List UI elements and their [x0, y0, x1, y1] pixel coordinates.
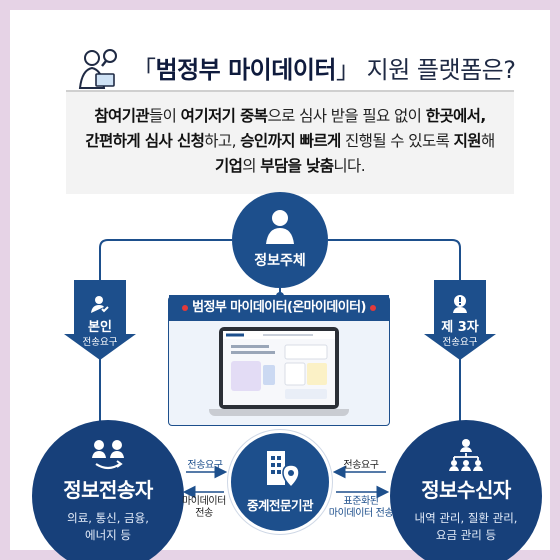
people-exchange-icon — [92, 440, 124, 470]
platform-box: 범정부 마이데이터(온마이데이터) — [168, 295, 390, 426]
researcher-icon — [78, 49, 117, 89]
info-receiver-node: 정보수신자 내역 관리, 질환 관리,요금 관리 등 — [390, 420, 542, 560]
laptop-base — [209, 409, 349, 416]
connector-lines — [99, 239, 461, 499]
flow-label-right-top: 전송요구 — [343, 460, 379, 471]
info-sender-node: 정보전송자 의료, 통신, 금융,에너지 등 — [32, 420, 184, 560]
alert-person-icon — [453, 295, 467, 313]
summary-line-3: 기업의 부담을 낮춤니다. — [74, 154, 506, 179]
flow-label-left-top: 전송요구 — [187, 460, 223, 471]
summary-line-1: 참여기관들이 여기저기 중복으로 심사 받을 필요 없이 한곳에서, — [74, 104, 506, 129]
page-title: 「범정부 마이데이터」 지원 플랫폼은? — [132, 56, 516, 84]
self-transfer-request-arrow: 본인 전송요구 — [64, 280, 136, 360]
person-check-icon — [91, 296, 109, 313]
receiver-desc: 내역 관리, 질환 관리,요금 관리 등 — [414, 511, 518, 542]
third-party-request-arrow: 제 3자 전송요구 — [424, 280, 496, 360]
summary-box: 참여기관들이 여기저기 중복으로 심사 받을 필요 없이 한곳에서, 간편하게 … — [66, 90, 514, 194]
self-sub-label: 전송요구 — [82, 337, 118, 348]
red-dot-icon — [182, 304, 189, 311]
relay-agency-node: 중계전문기관 — [228, 430, 332, 534]
summary-segment: 간편하게 심사 신청 — [85, 132, 205, 150]
summary-segment: 여기저기 중복 — [180, 107, 268, 125]
summary-segment: 기업 — [214, 157, 243, 175]
summary-segment: 해 — [480, 132, 495, 150]
subject-label: 정보주체 — [254, 253, 306, 269]
building-location-icon — [267, 451, 300, 489]
summary-segment: 진행될 수 있도록 — [340, 132, 454, 150]
summary-line-2: 간편하게 심사 신청하고, 승인까지 빠르게 진행될 수 있도록 지원해 — [74, 129, 506, 154]
center-label: 중계전문기관 — [246, 498, 314, 513]
laptop-illustration — [209, 327, 349, 423]
self-label: 본인 — [88, 320, 112, 335]
receiver-label: 정보수신자 — [421, 478, 511, 502]
summary-segment: 하고, — [204, 132, 241, 150]
sender-label: 정보전송자 — [63, 478, 153, 502]
data-flow-diagram: 정보주체 본인 전송요구 — [10, 190, 550, 560]
summary-segment: 참여기관 — [94, 107, 150, 125]
red-dot-icon — [369, 304, 376, 311]
summary-segment: 부담을 낮춤 — [260, 157, 334, 175]
laptop-screen — [219, 327, 339, 409]
third-party-sub-label: 전송요구 — [442, 337, 478, 348]
platform-title: 범정부 마이데이터(온마이데이터) — [169, 295, 389, 321]
summary-segment: 한곳에서, — [425, 107, 487, 125]
summary-segment: 지원 — [453, 132, 482, 150]
summary-segment: 으로 심사 받을 필요 없이 — [267, 107, 426, 125]
info-subject-node: 정보주체 — [232, 192, 328, 288]
network-people-icon — [449, 439, 483, 471]
third-party-label: 제 3자 — [441, 320, 479, 335]
title-area: 「범정부 마이데이터」 지원 플랫폼은? — [72, 44, 542, 94]
summary-segment: 의 — [242, 157, 261, 175]
sender-desc: 의료, 통신, 금융,에너지 등 — [67, 511, 149, 542]
summary-segment: 니다. — [333, 157, 366, 175]
infographic-card: 「범정부 마이데이터」 지원 플랫폼은? 참여기관들이 여기저기 중복으로 심사… — [10, 10, 550, 560]
summary-segment: 승인까지 빠르게 — [240, 132, 341, 150]
summary-segment: 들이 — [149, 107, 181, 125]
person-icon — [266, 210, 294, 244]
